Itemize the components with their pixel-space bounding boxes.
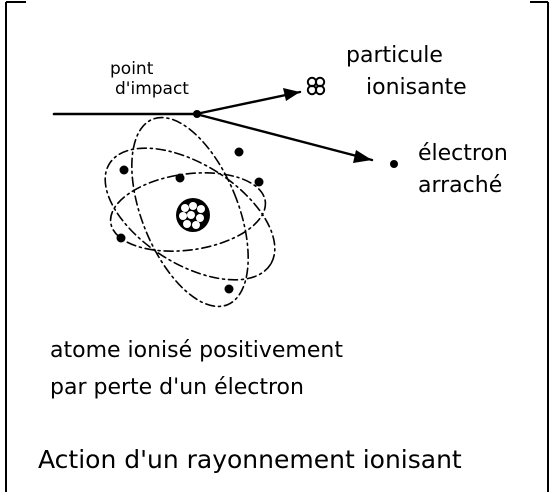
arrowhead-icon: [283, 88, 300, 101]
ionized-atom-label-line2: par perte d'un électron: [50, 375, 304, 400]
ionized-atom-label-line1: atome ionisé positivement: [50, 338, 343, 363]
electron-label-line2: arraché: [418, 173, 502, 198]
electron-dot: [234, 147, 244, 157]
caption: Action d'un rayonnement ionisant: [38, 445, 462, 474]
electron-dot: [119, 165, 129, 175]
nucleus-icon: [176, 198, 210, 232]
ionizing-particle-icon: [306, 76, 326, 96]
orbit-2: [104, 147, 276, 281]
electron-dot: [175, 173, 185, 183]
atom: [104, 116, 276, 308]
electron-dot: [254, 177, 264, 187]
impact-point-label-line2: d'impact: [115, 79, 189, 99]
scattered-particle-arrow: [194, 88, 302, 116]
orbit-3: [131, 116, 249, 308]
electron-dot: [224, 284, 234, 294]
electron-label-line1: électron: [418, 141, 508, 166]
particle-label-line2: ionisante: [366, 75, 467, 100]
impact-point-label-line1: point: [110, 59, 154, 79]
particle-label-line1: particule: [346, 43, 443, 68]
orbit-1: [109, 172, 267, 252]
arrowhead-icon: [353, 150, 372, 163]
border-frame: [5, 1, 549, 492]
impact-point-dot: [193, 110, 201, 118]
ejected-electron-arrow: [194, 112, 374, 163]
ejected-electron-dot: [390, 160, 398, 168]
electron-dot: [116, 233, 126, 243]
